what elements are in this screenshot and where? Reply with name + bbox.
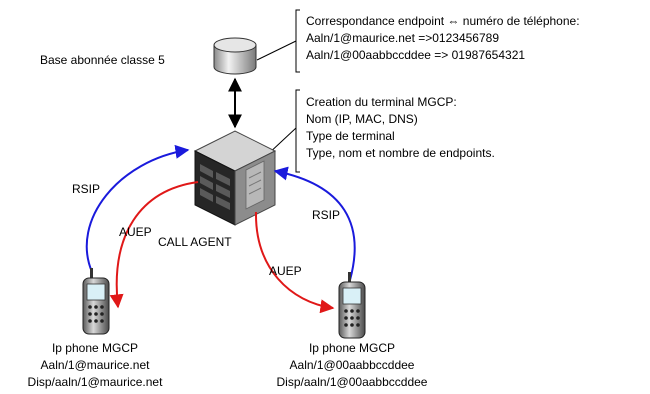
annotation-terminal-line: Creation du terminal MGCP: — [306, 95, 457, 109]
database-icon — [213, 37, 257, 75]
phone-left-line: Ip phone MGCP — [52, 341, 138, 355]
auep-left-arrow — [109, 181, 199, 309]
rsip-left-label: RSIP — [72, 182, 100, 196]
annotation-terminal-line: Type, nom et nombre de endpoints. — [306, 146, 495, 160]
auep-right-label: AUEP — [269, 264, 302, 278]
phone-left-line: Aaln/1@maurice.net — [41, 358, 151, 372]
rsip-right-arrow — [273, 166, 356, 281]
phone-right-line: Ip phone MGCP — [309, 341, 395, 355]
call-agent-server-icon — [193, 130, 277, 226]
annotation-db-line: Correspondance endpoint ⇔ numéro de télé… — [306, 14, 580, 28]
call-agent-label: CALL AGENT — [158, 235, 232, 249]
rsip-left-arrow — [85, 144, 190, 273]
phone-right-line: Disp/aaln/1@00aabbccddee — [277, 375, 428, 389]
annotation-terminal-line: Nom (IP, MAC, DNS) — [306, 112, 418, 126]
database-label: Base abonnée classe 5 — [40, 53, 165, 67]
auep-right-arrow — [254, 211, 335, 314]
annotation-db-bracket — [256, 9, 300, 73]
auep-left-label: AUEP — [119, 225, 152, 239]
ip-phone-left-icon — [82, 268, 110, 335]
annotation-terminal-line: Type de terminal — [306, 129, 395, 143]
phone-left-line: Disp/aaln/1@maurice.net — [28, 375, 164, 389]
rsip-right-label: RSIP — [312, 208, 340, 222]
annotation-db-line: Aaln/1@00aabbccddee => 01987654321 — [306, 48, 525, 62]
phone-right-line: Aaln/1@00aabbccddee — [290, 358, 415, 372]
annotation-db-line: Aaln/1@maurice.net =>0123456789 — [306, 31, 499, 45]
ip-phone-right-icon — [338, 272, 366, 339]
